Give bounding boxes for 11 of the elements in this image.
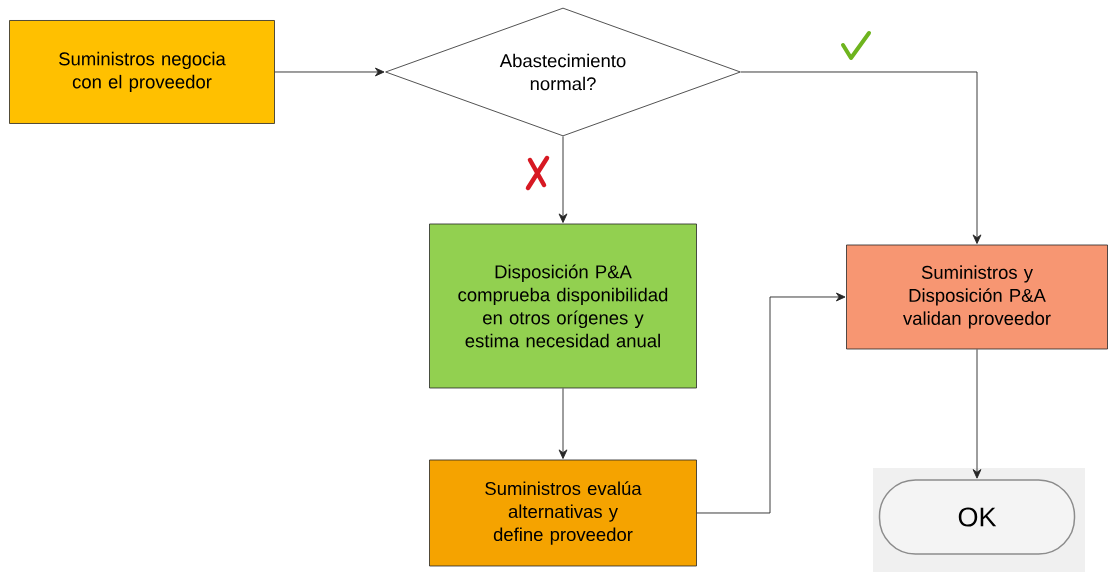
process-box: Suministros negocia con el proveedor: [9, 20, 275, 124]
ok-button: OK: [873, 468, 1085, 572]
arrow: [972, 348, 982, 479]
arrow: [696, 292, 846, 514]
process-box: Suministros evalúa alternativas y define proveedor: [429, 459, 697, 567]
process-box: Suministros y Disposición P&A validan proveedor: [846, 244, 1108, 350]
arrow: [740, 71, 982, 244]
arrow: [274, 67, 385, 77]
process-box: Disposición P&A comprueba disponibilidad en otros orígenes y estima necesidad anual: [429, 223, 697, 389]
arrow: [558, 135, 568, 223]
arrow: [558, 387, 568, 459]
